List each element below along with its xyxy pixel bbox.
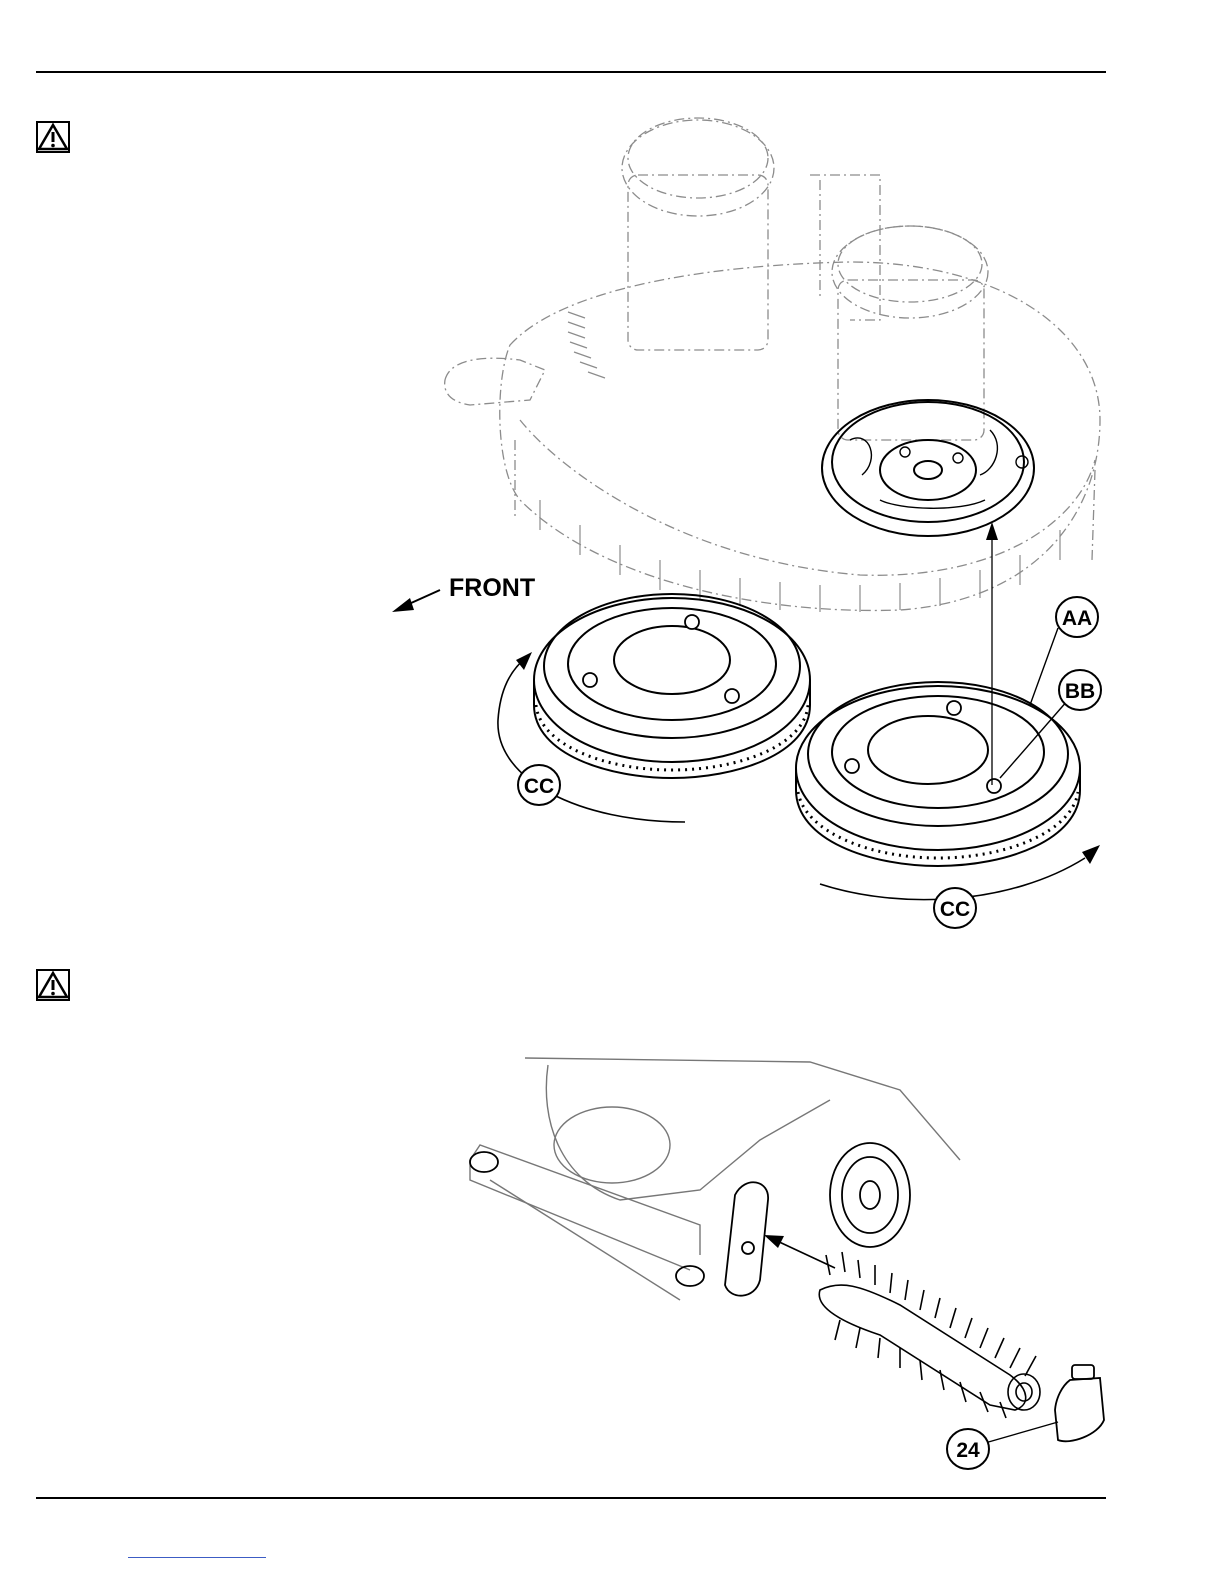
front-label: FRONT xyxy=(449,574,535,602)
svg-text:24: 24 xyxy=(956,1439,980,1462)
callout-cc-left: CC xyxy=(518,765,560,805)
svg-text:CC: CC xyxy=(940,898,970,921)
warning-triangle-icon xyxy=(36,969,70,1001)
svg-text:BB: BB xyxy=(1065,680,1095,703)
footer-link-underline[interactable] xyxy=(128,1557,266,1558)
top-rule xyxy=(36,71,1106,73)
warning-triangle-icon xyxy=(36,121,70,153)
scrub-deck-figure: FRONT AA BB CC CC xyxy=(380,100,1120,940)
svg-text:AA: AA xyxy=(1062,607,1092,630)
bottom-rule xyxy=(36,1497,1106,1499)
callout-cc-right: CC xyxy=(934,888,976,928)
callout-24: 24 xyxy=(947,1429,989,1469)
brush-removal-figure: 24 xyxy=(460,1050,1120,1480)
callout-aa: AA xyxy=(1056,597,1098,637)
svg-text:CC: CC xyxy=(524,775,554,798)
callout-bb: BB xyxy=(1059,670,1101,710)
